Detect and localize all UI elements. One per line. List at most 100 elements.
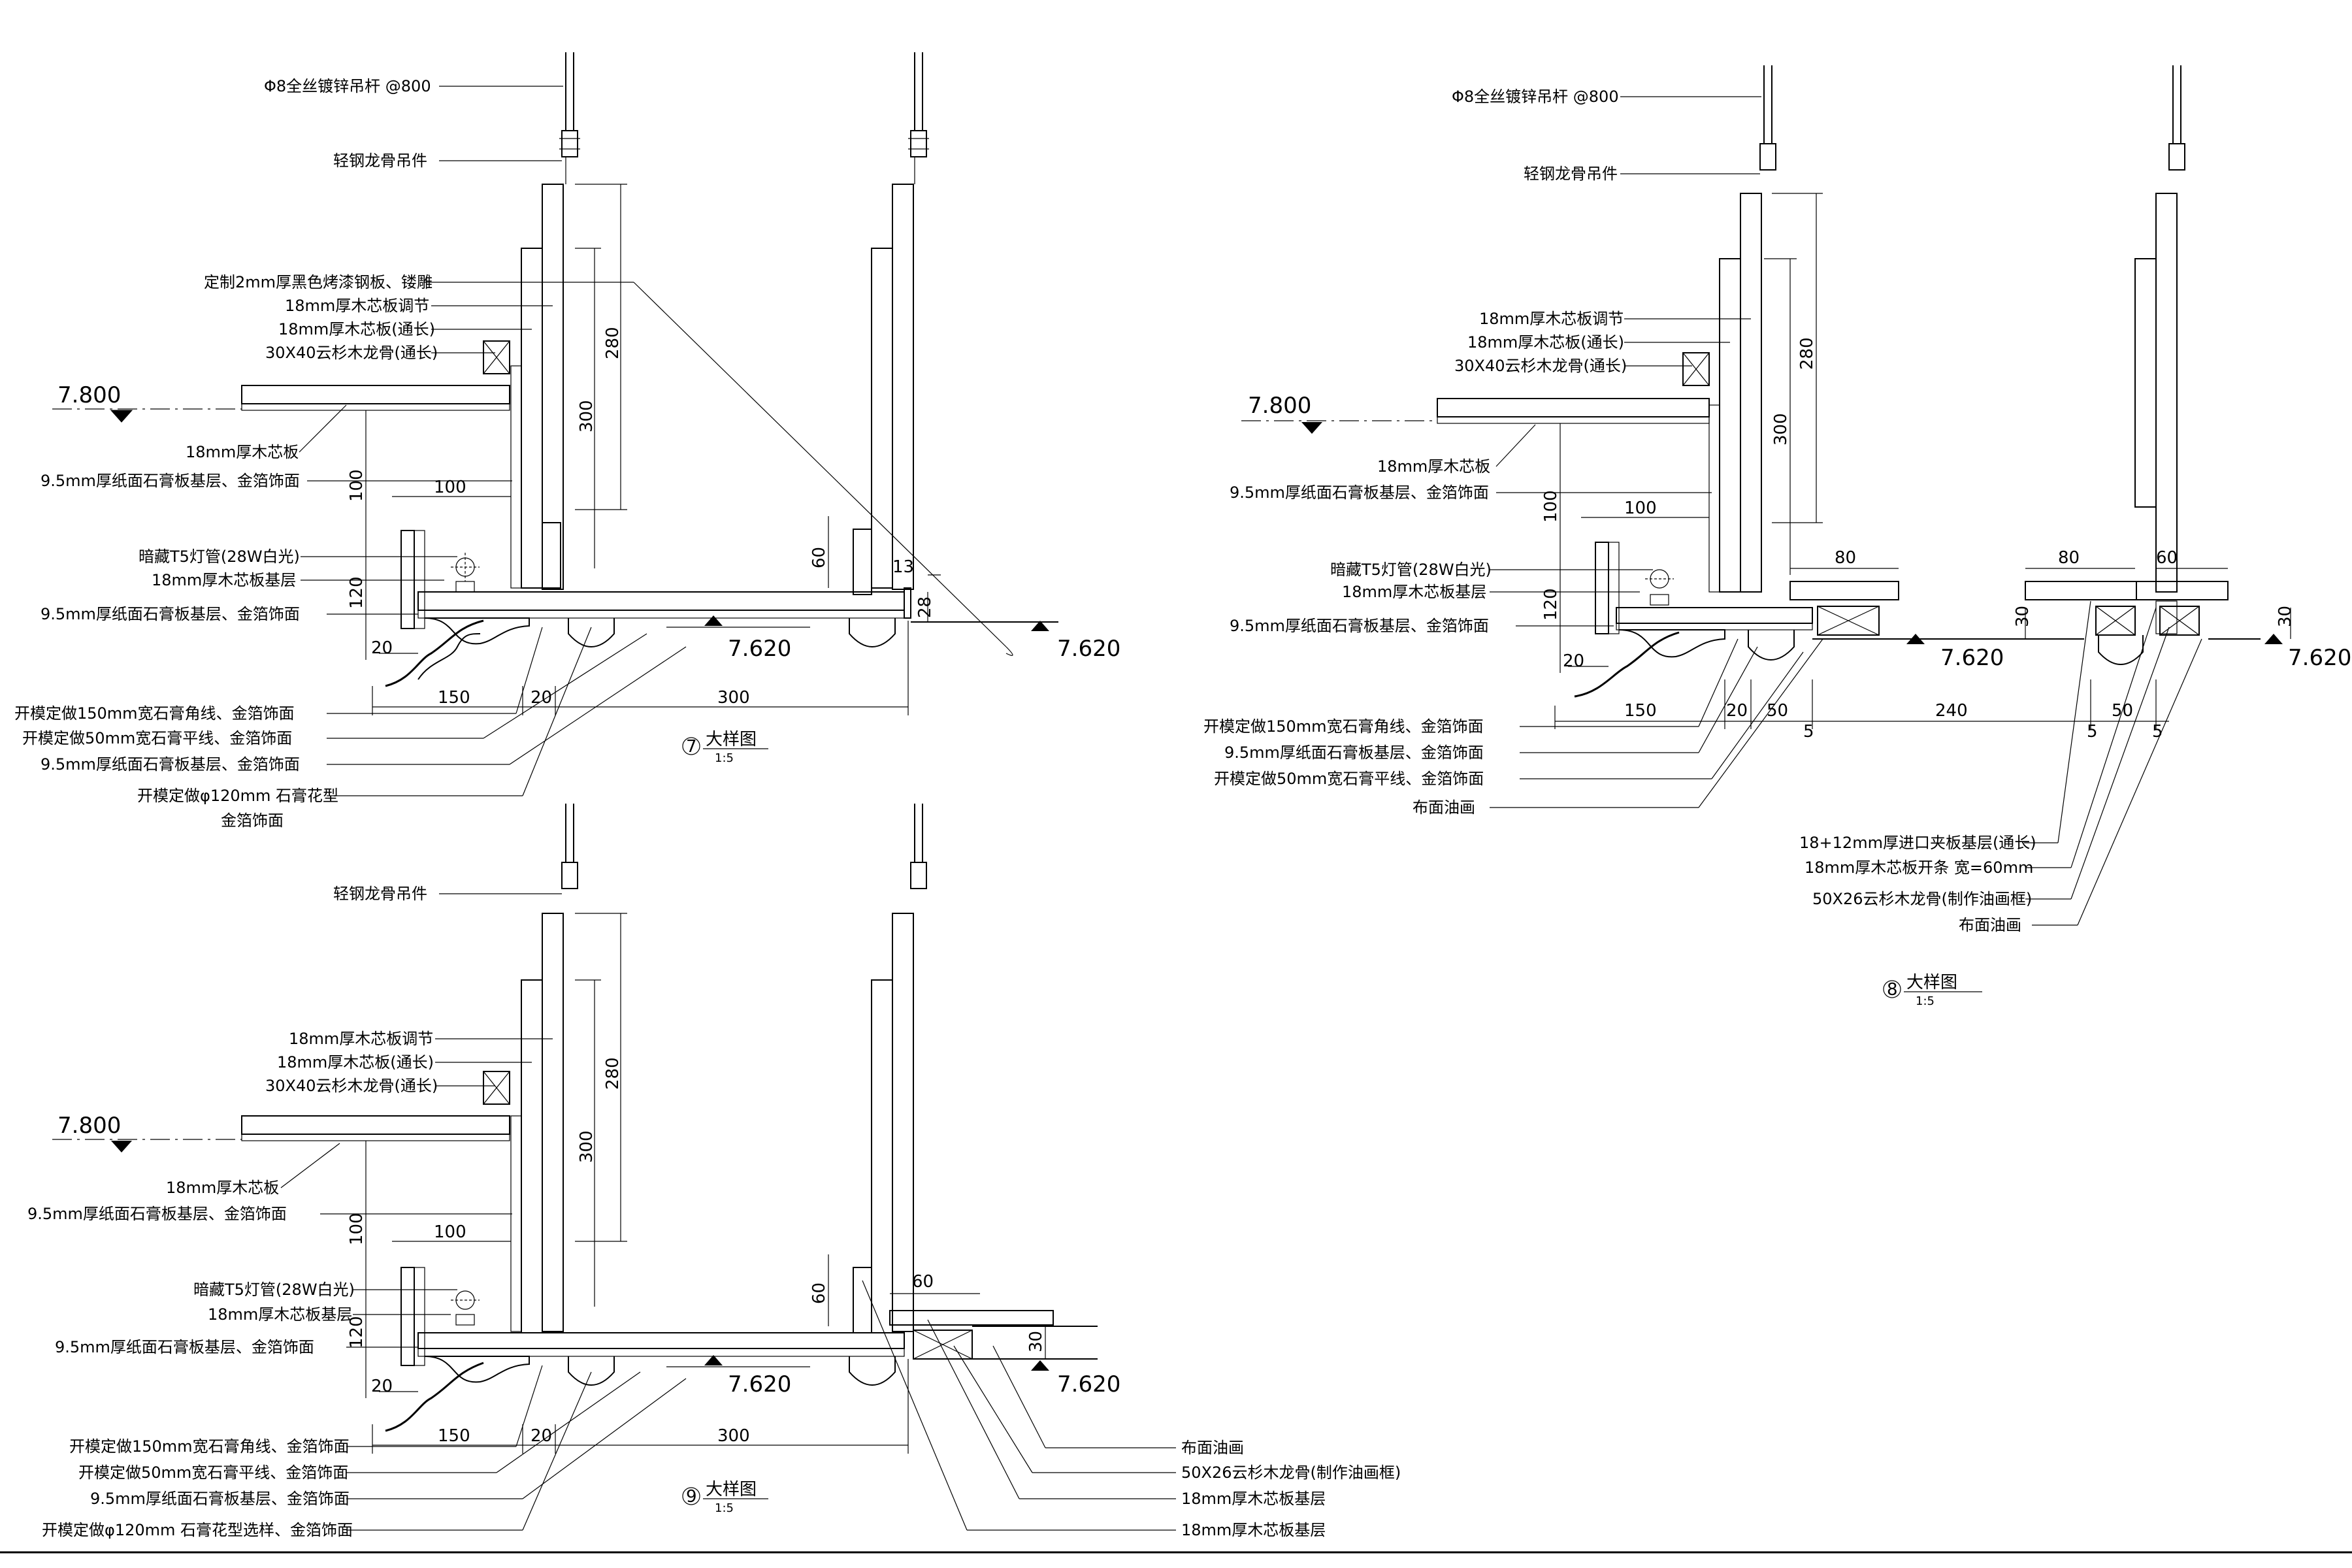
svg-text:100: 100 xyxy=(1541,490,1561,523)
detail-title-9: 9 大样图 1:5 xyxy=(682,1480,768,1515)
svg-text:7: 7 xyxy=(686,737,697,757)
lower-soffit xyxy=(400,1267,1098,1366)
level-7620-a: 7.620 xyxy=(728,1371,791,1397)
dim-300b: 300 xyxy=(717,688,750,708)
svg-text:60: 60 xyxy=(2156,548,2178,568)
label-hanger-clip: 轻钢龙骨吊件 xyxy=(333,152,427,170)
callouts-left: Φ8全丝镀锌吊杆 @800 轻钢龙骨吊件 18mm厚木芯板调节 18mm厚木芯板… xyxy=(1203,88,1823,817)
svg-text:5: 5 xyxy=(1803,722,1814,742)
level-7620-a: 7.620 xyxy=(728,636,791,662)
leader-plate-hook xyxy=(1005,646,1013,656)
svg-text:300: 300 xyxy=(717,1426,750,1446)
svg-text:大样图: 大样图 xyxy=(706,1480,757,1499)
svg-text:9.5mm厚纸面石膏板基层、金箔饰面: 9.5mm厚纸面石膏板基层、金箔饰面 xyxy=(55,1338,314,1356)
svg-text:开模定做150mm宽石膏角线、金箔饰面: 开模定做150mm宽石膏角线、金箔饰面 xyxy=(69,1437,350,1456)
hanger-rods xyxy=(1759,65,2185,171)
upper-ceiling-slab xyxy=(241,1071,510,1141)
svg-text:1:5: 1:5 xyxy=(715,1501,734,1515)
level-marks: 7.800 7.620 7.620 xyxy=(52,1113,1120,1397)
svg-text:280: 280 xyxy=(603,1057,623,1090)
level-7800: 7.800 xyxy=(57,1113,121,1139)
svg-text:18mm厚木芯板: 18mm厚木芯板 xyxy=(166,1179,279,1197)
svg-text:开模定做50mm宽石膏平线、金箔饰面: 开模定做50mm宽石膏平线、金箔饰面 xyxy=(78,1463,348,1482)
svg-text:9.5mm厚纸面石膏板基层、金箔饰面: 9.5mm厚纸面石膏板基层、金箔饰面 xyxy=(1230,617,1489,635)
hanger-rods xyxy=(559,52,929,157)
svg-text:大样图: 大样图 xyxy=(706,730,757,749)
svg-text:18mm厚木芯板基层: 18mm厚木芯板基层 xyxy=(208,1305,352,1324)
detail-9: 7.800 7.620 7.620 280 300 100 100 120 20… xyxy=(27,804,1401,1539)
svg-text:100: 100 xyxy=(1624,498,1657,518)
svg-text:150: 150 xyxy=(1624,701,1657,721)
label-board-base: 18mm厚木芯板基层 xyxy=(152,571,296,589)
svg-text:大样图: 大样图 xyxy=(1906,973,1957,992)
svg-text:20: 20 xyxy=(1563,651,1584,671)
svg-text:18mm厚木芯板(通长): 18mm厚木芯板(通长) xyxy=(277,1053,434,1071)
dim-20: 20 xyxy=(371,638,393,658)
vertical-boards xyxy=(510,913,914,1333)
callouts: Φ8全丝镀锌吊杆 @800 轻钢龙骨吊件 定制2mm厚黑色烤漆钢板、镂雕 18m… xyxy=(14,77,687,830)
dimension-texts: 280 300 100 100 120 20 60 60 30 150 20 3… xyxy=(347,1057,1046,1446)
level-7800: 7.800 xyxy=(1248,393,1311,419)
label-rosette: 开模定做φ120mm 石膏花型 xyxy=(137,787,338,805)
label-flat-moulding: 开模定做50mm宽石膏平线、金箔饰面 xyxy=(22,729,292,747)
label-board-full: 18mm厚木芯板(通长) xyxy=(278,320,435,338)
label-board: 18mm厚木芯板 xyxy=(186,443,299,461)
svg-text:280: 280 xyxy=(1797,337,1817,370)
svg-text:9: 9 xyxy=(686,1487,697,1507)
label-gypsum-3: 9.5mm厚纸面石膏板基层、金箔饰面 xyxy=(41,755,300,774)
label-t5: 暗藏T5灯管(28W白光) xyxy=(139,547,300,566)
dim-100-v: 100 xyxy=(347,469,367,502)
leader-plate-diagonal xyxy=(633,282,1007,647)
svg-text:布面油画: 布面油画 xyxy=(1959,916,2021,934)
svg-text:9.5mm厚纸面石膏板基层、金箔饰面: 9.5mm厚纸面石膏板基层、金箔饰面 xyxy=(27,1205,287,1223)
label-board-adjust: 18mm厚木芯板调节 xyxy=(285,297,429,315)
svg-text:9.5mm厚纸面石膏板基层、金箔饰面: 9.5mm厚纸面石膏板基层、金箔饰面 xyxy=(1230,483,1489,502)
svg-text:9.5mm厚纸面石膏板基层、金箔饰面: 9.5mm厚纸面石膏板基层、金箔饰面 xyxy=(1224,743,1484,762)
dim-150: 150 xyxy=(438,688,470,708)
svg-text:18mm厚木芯板基层: 18mm厚木芯板基层 xyxy=(1181,1521,1326,1539)
dim-280: 280 xyxy=(603,327,623,359)
svg-text:80: 80 xyxy=(1835,548,1856,568)
dim-120: 120 xyxy=(347,576,367,609)
svg-text:轻钢龙骨吊件: 轻钢龙骨吊件 xyxy=(333,885,427,903)
svg-text:5: 5 xyxy=(2152,722,2163,742)
upper-ceiling-slab xyxy=(1437,352,1710,424)
level-marks: 7.800 7.620 7.620 xyxy=(52,382,1120,662)
svg-text:30X40云杉木龙骨(通长): 30X40云杉木龙骨(通长) xyxy=(265,1077,438,1095)
gypsum-moulding xyxy=(1574,629,2144,698)
svg-text:18mm厚木芯板基层: 18mm厚木芯板基层 xyxy=(1342,583,1486,601)
svg-text:120: 120 xyxy=(1541,588,1561,621)
gypsum-moulding xyxy=(385,1356,896,1432)
lower-soffit xyxy=(400,530,1058,629)
svg-text:50X26云杉木龙骨(制作油画框): 50X26云杉木龙骨(制作油画框) xyxy=(1181,1463,1401,1482)
dimensions xyxy=(365,913,1046,1454)
callouts-bottom: 18+12mm厚进口夹板基层(通长) 18mm厚木芯板开条 宽=60mm 50X… xyxy=(1799,600,2202,934)
svg-text:30: 30 xyxy=(1026,1331,1046,1352)
t5-lamp xyxy=(451,1290,480,1326)
svg-text:1:5: 1:5 xyxy=(1916,994,1935,1008)
vertical-boards-left xyxy=(510,157,566,590)
svg-text:100: 100 xyxy=(434,1222,466,1242)
svg-text:30: 30 xyxy=(2013,606,2033,627)
svg-text:50X26云杉木龙骨(制作油画框): 50X26云杉木龙骨(制作油画框) xyxy=(1812,890,2032,908)
svg-text:20: 20 xyxy=(1726,701,1748,721)
detail-8: 7.800 7.620 7.620 280 300 100 100 120 20… xyxy=(1203,65,2351,1008)
vertical-boards xyxy=(1708,193,2178,593)
svg-text:100: 100 xyxy=(347,1213,367,1245)
svg-text:80: 80 xyxy=(2058,548,2080,568)
svg-text:18mm厚木芯板调节: 18mm厚木芯板调节 xyxy=(289,1030,433,1048)
dimension-texts: 280 300 100 100 120 20 60 13 28 150 20 3… xyxy=(347,327,935,708)
level-marks: 7.800 7.620 7.620 xyxy=(1241,393,2351,671)
svg-text:暗藏T5灯管(28W白光): 暗藏T5灯管(28W白光) xyxy=(193,1281,355,1299)
svg-text:8: 8 xyxy=(1887,980,1898,1000)
svg-text:150: 150 xyxy=(438,1426,470,1446)
svg-text:Φ8全丝镀锌吊杆 @800: Φ8全丝镀锌吊杆 @800 xyxy=(1452,88,1619,106)
t5-lamp xyxy=(1645,569,1674,606)
label-batten: 30X40云杉木龙骨(通长) xyxy=(265,344,438,362)
label-gypsum-1: 9.5mm厚纸面石膏板基层、金箔饰面 xyxy=(41,472,300,490)
label-steel-plate: 定制2mm厚黑色烤漆钢板、镂雕 xyxy=(204,273,433,291)
svg-text:18mm厚木芯板调节: 18mm厚木芯板调节 xyxy=(1479,310,1624,328)
svg-text:开模定做φ120mm 石膏花型选样、金箔饰面: 开模定做φ120mm 石膏花型选样、金箔饰面 xyxy=(42,1521,353,1539)
svg-text:暗藏T5灯管(28W白光): 暗藏T5灯管(28W白光) xyxy=(1330,561,1492,579)
